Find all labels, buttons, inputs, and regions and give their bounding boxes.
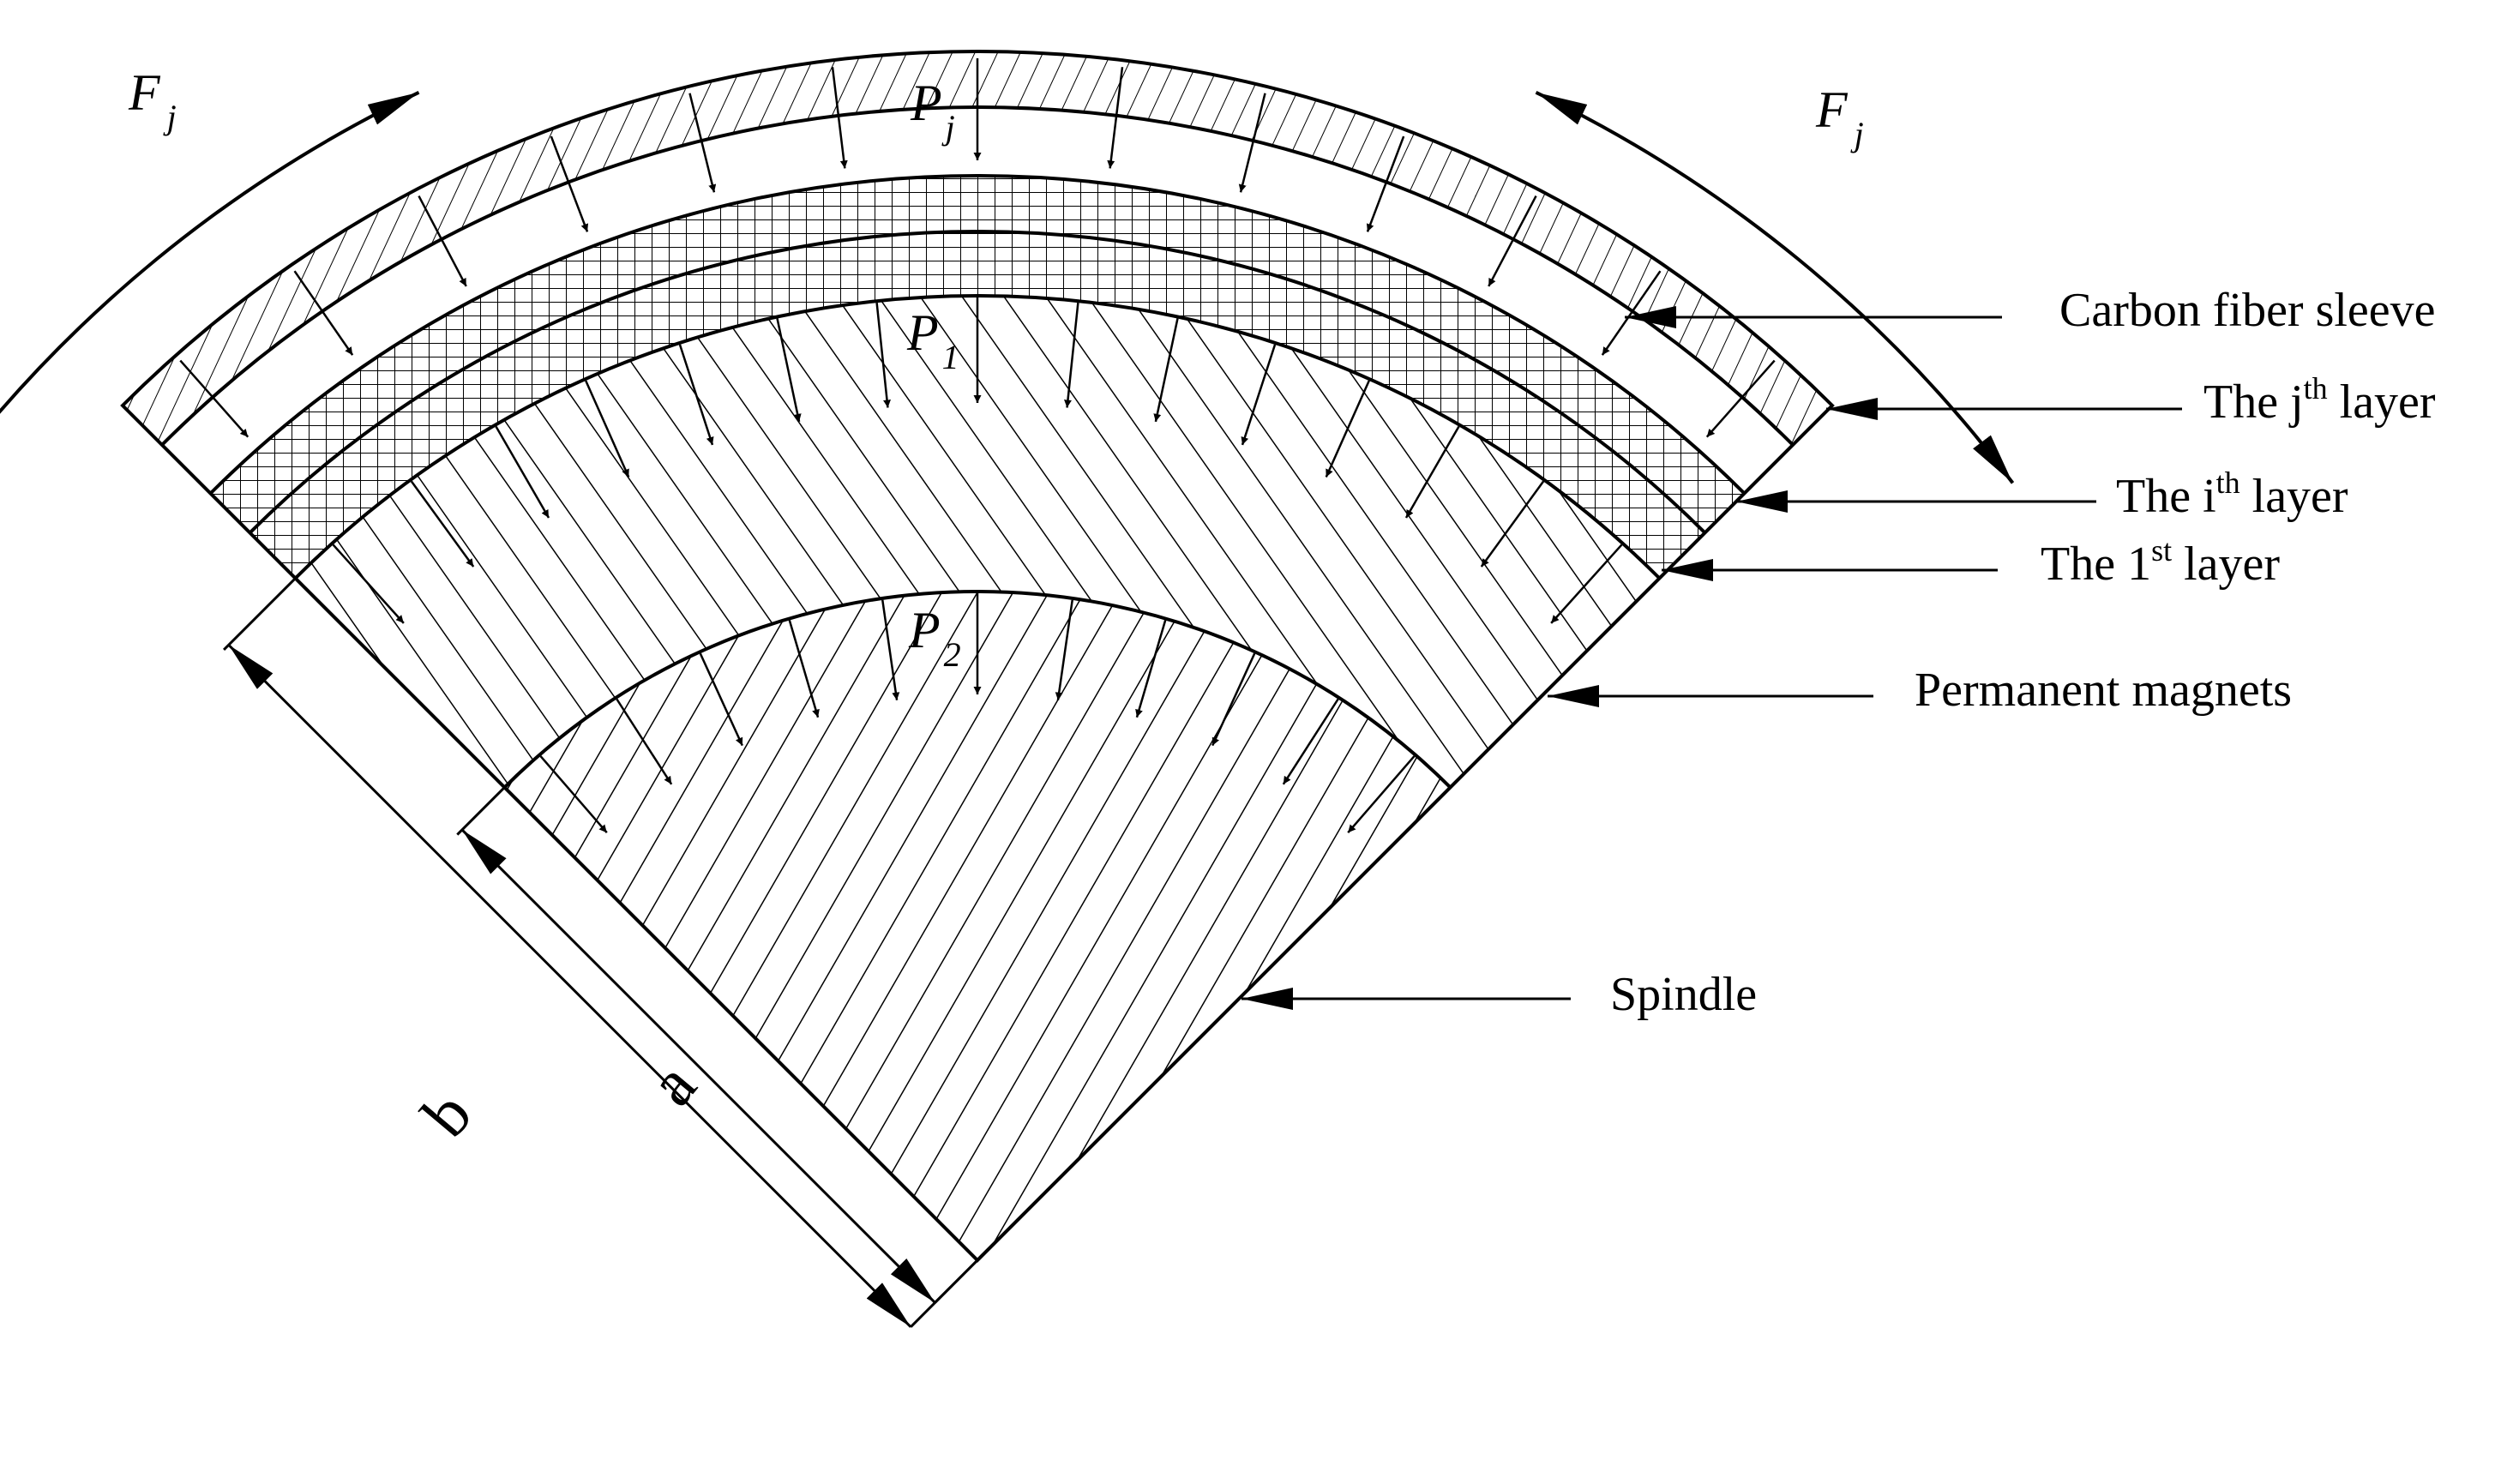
pressure-arrow-p1 (1404, 425, 1460, 519)
layer-boundary (209, 174, 1746, 495)
pressure-arrow-p1 (1480, 480, 1545, 568)
pressure-arrow-pj (1238, 93, 1266, 193)
pressure-arrow-p1 (1153, 318, 1179, 423)
dimension-line-a (460, 828, 936, 1304)
pressure-arrow-pj (550, 135, 589, 232)
pressure-arrow-p2 (1211, 652, 1256, 747)
label-spindle: Spindle (1610, 968, 1757, 1021)
layer-boundary (294, 293, 1661, 580)
carbon-fiber-sleeve-region (122, 51, 1833, 445)
force-arrow-right (1535, 90, 2015, 484)
pressure-arrow-pj (1107, 67, 1124, 169)
pressure-arrow-p1 (495, 425, 550, 519)
pressure-arrow-p2 (1135, 620, 1167, 718)
dimension-line-b-extension (223, 577, 297, 652)
pressure-arrow-pj (831, 67, 848, 169)
label-jth-layer: The jth layer (2203, 371, 2436, 429)
pressure-arrow-p1 (1063, 303, 1079, 408)
dimension-line-a-extension (456, 786, 506, 836)
pressure-arrow-p1 (585, 380, 630, 478)
pressure-arrow-p1 (410, 480, 475, 568)
pressure-arrow-pj (1488, 195, 1537, 287)
pressure-arrow-p1 (1241, 344, 1277, 446)
first-layer-region (249, 231, 1705, 579)
ith-layer-region (210, 176, 1745, 533)
jth-layer-region (161, 107, 1794, 494)
pressure-arrow-p1 (776, 318, 802, 423)
pressure-arrow-pj (418, 195, 467, 287)
pressure-arrow-p2 (1347, 755, 1416, 834)
dimension-label-a: a (634, 1048, 710, 1119)
dimension-line-a-extension (934, 1259, 979, 1304)
pressure-arrow-p1 (1325, 380, 1370, 478)
pressure-arrow-pj (688, 93, 717, 193)
pressure-arrow-p1 (875, 303, 892, 408)
pressure-arrow-p1 (332, 544, 405, 624)
pressure-arrow-p1 (1550, 544, 1623, 624)
label-ith-layer: The ith layer (2116, 466, 2348, 523)
pressure-arrow-p2 (1055, 599, 1073, 700)
label-carbon-fiber-sleeve: Carbon fiber sleeve (2059, 284, 2435, 337)
pressure-arrow-p1 (678, 344, 714, 446)
dimension-label-b: b (407, 1077, 486, 1151)
label-permanent-magnets: Permanent magnets (1915, 664, 2292, 717)
pressure-arrow-p2 (1282, 698, 1339, 785)
label-first-layer: The 1st layer (2041, 533, 2280, 591)
pressure-arrow-pj (1366, 135, 1405, 232)
force-arrow-left (0, 90, 420, 484)
layer-boundary (249, 229, 1706, 534)
